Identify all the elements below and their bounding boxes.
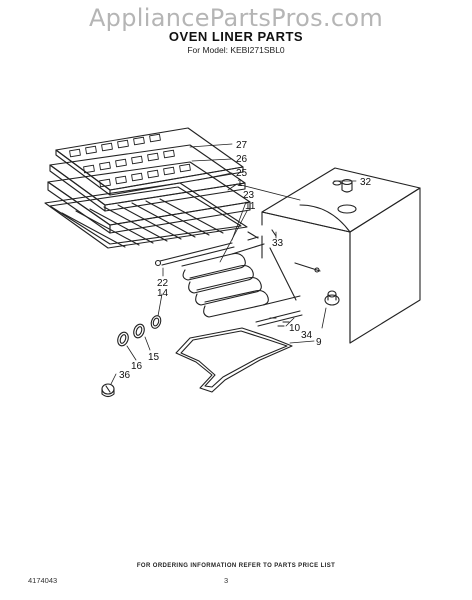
watermark: AppliancePartsPros.com [88, 4, 384, 32]
callout-26: 26 [236, 154, 248, 165]
plug-button [101, 383, 115, 398]
callout-14: 14 [157, 288, 169, 299]
bake-element [175, 327, 293, 393]
callout-23: 23 [243, 190, 255, 201]
broil-element [181, 235, 301, 318]
model-number: For Model: KEBI271SBL0 [187, 45, 285, 55]
page-number: 3 [224, 576, 229, 585]
vent-tube [332, 180, 342, 186]
callout-9: 9 [316, 337, 322, 348]
broil-pan-grid [49, 144, 246, 212]
oven-rack [44, 182, 248, 249]
ordering-note: FOR ORDERING INFORMATION REFER TO PARTS … [136, 563, 336, 569]
broil-pan [47, 161, 251, 234]
callout-15: 15 [148, 352, 160, 363]
callout-numbers: 27 26 25 1 23 11 32 33 22 14 10 34 9 15 … [119, 140, 372, 381]
callout-27: 27 [236, 140, 248, 151]
terminal-block [247, 229, 321, 273]
page-title: OVEN LINER PARTS [168, 29, 304, 44]
callout-10: 10 [289, 323, 301, 334]
callout-11: 11 [245, 201, 256, 212]
gasket [133, 323, 145, 339]
callout-36: 36 [119, 370, 131, 381]
lamp-socket [324, 290, 340, 306]
callout-32: 32 [360, 177, 372, 188]
callout-25: 25 [236, 168, 248, 179]
callout-16: 16 [131, 361, 143, 372]
callout-33: 33 [272, 238, 284, 249]
element-clips [269, 317, 290, 327]
callout-34: 34 [301, 330, 313, 341]
seal-ring [117, 331, 129, 347]
document-part-number: 4174043 [28, 576, 58, 585]
callout-1: 1 [237, 178, 243, 189]
grommet [150, 315, 162, 329]
leader-lines [110, 143, 357, 385]
broil-pan-insert [55, 127, 244, 196]
oven-liner [261, 167, 421, 344]
callout-22: 22 [157, 278, 169, 289]
